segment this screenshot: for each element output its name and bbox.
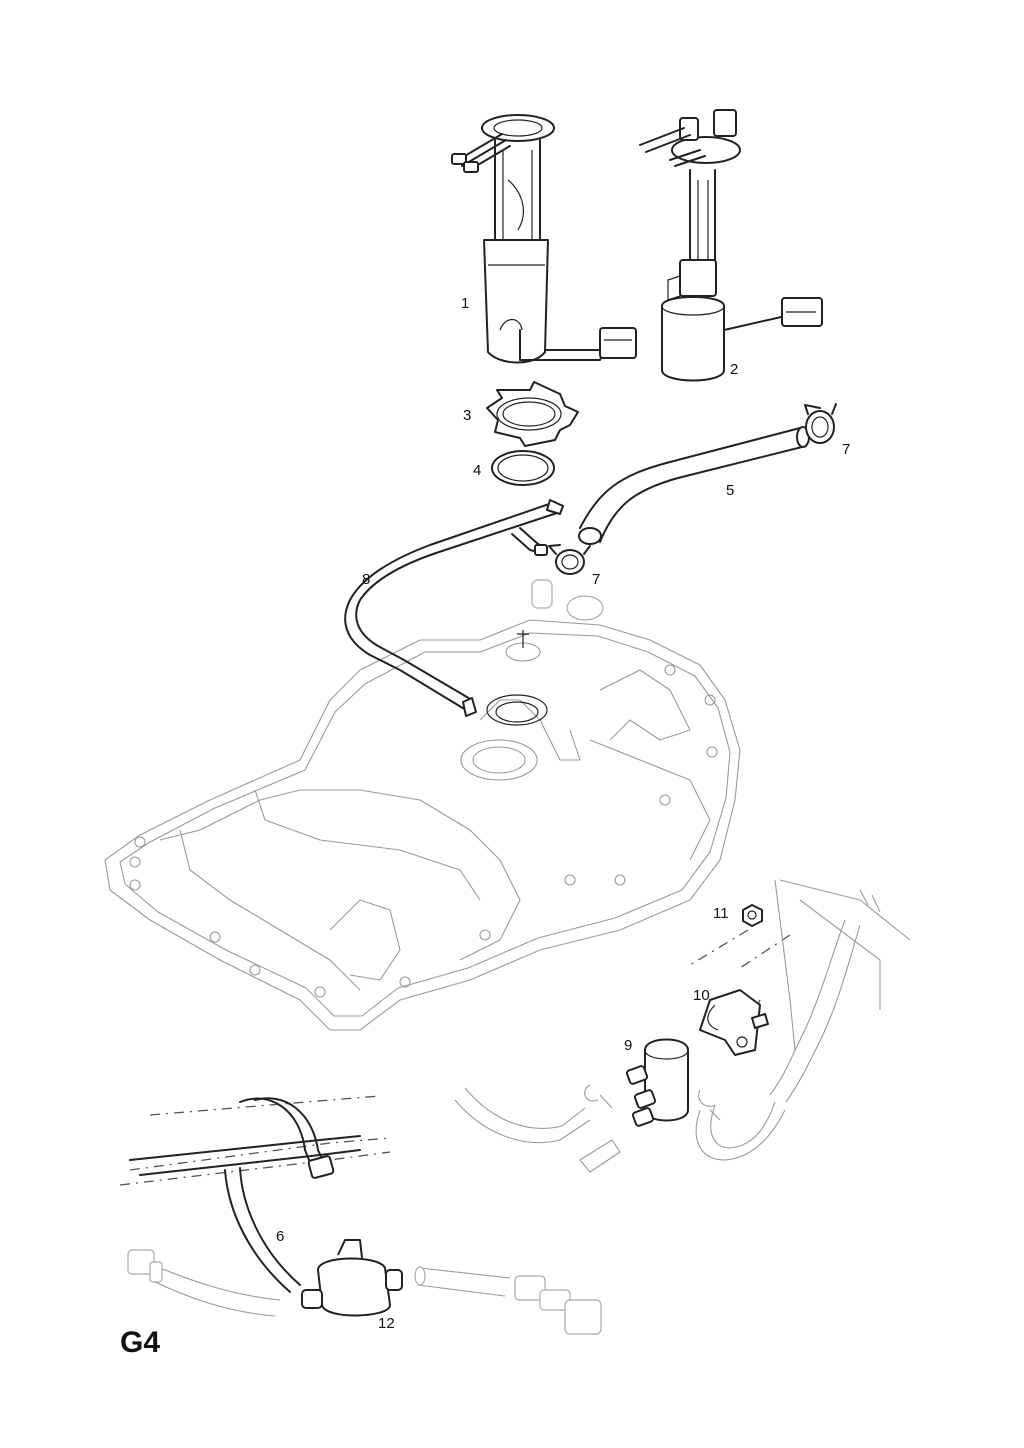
callout-10: 10 [693, 987, 710, 1004]
bracket-part-10 [699, 989, 769, 1056]
callout-7-upper: 7 [842, 441, 850, 458]
callout-7-lower: 7 [592, 571, 600, 588]
callout-3: 3 [463, 407, 471, 424]
section-code: G4 [120, 1326, 160, 1359]
seal-ring-part-4 [491, 450, 555, 486]
assembly-line [739, 934, 791, 969]
callout-4: 4 [473, 462, 481, 479]
fuel-filter-part-9 [625, 1038, 689, 1127]
callout-9: 9 [624, 1037, 632, 1054]
assembly-line [689, 929, 749, 966]
callout-8: 8 [362, 571, 370, 588]
vehicle-surroundings [454, 879, 911, 1173]
inline-filter-part-12 [301, 1239, 403, 1317]
callout-2: 2 [730, 361, 738, 378]
connecting-hoses [127, 1249, 602, 1335]
callout-1: 1 [461, 295, 469, 312]
fuel-hose-part-5 [578, 426, 810, 545]
fuel-pump-module-part-2 [639, 109, 823, 382]
fuel-pump-module-part-1 [451, 114, 637, 364]
callout-12: 12 [378, 1315, 395, 1332]
nut-part-11 [742, 904, 763, 927]
vent-pipe-part-8 [344, 499, 564, 717]
callout-11: 11 [713, 905, 729, 922]
lock-ring-part-3 [486, 381, 579, 447]
fuel-tank [104, 579, 741, 1031]
callout-6: 6 [276, 1228, 284, 1245]
callout-5: 5 [726, 482, 734, 499]
hose-clip-part-7-lower [548, 544, 591, 575]
fuel-pipe-part-6 [119, 1095, 391, 1293]
hose-clip-part-7-upper [804, 403, 837, 444]
